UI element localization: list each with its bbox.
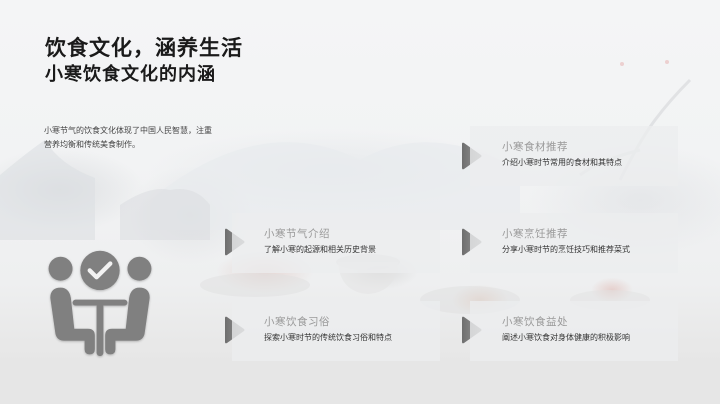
page-title: 饮食文化，涵养生活 <box>45 36 243 60</box>
card-desc: 分享小寒时节的烹饪技巧和推荐菜式 <box>502 245 630 254</box>
card-cooking[interactable]: 小寒烹饪推荐 分享小寒时节的烹饪技巧和推荐菜式 <box>470 213 678 273</box>
card-title: 小寒食材推荐 <box>502 141 568 153</box>
page-subtitle: 小寒饮食文化的内涵 <box>45 64 216 85</box>
card-desc: 阐述小寒饮食对身体健康的积极影响 <box>502 333 630 342</box>
card-desc: 介绍小寒时节常用的食材和其特点 <box>502 158 622 167</box>
card-title: 小寒饮食习俗 <box>264 316 330 328</box>
card-solar-term-intro[interactable]: 小寒节气介绍 了解小寒的起源和相关历史背景 <box>232 213 440 273</box>
card-benefits[interactable]: 小寒饮食益处 阐述小寒饮食对身体健康的积极影响 <box>470 301 678 361</box>
card-title: 小寒节气介绍 <box>264 228 330 240</box>
card-desc: 了解小寒的起源和相关历史背景 <box>264 245 376 254</box>
card-customs[interactable]: 小寒饮食习俗 探索小寒时节的传统饮食习俗和特点 <box>232 301 440 361</box>
people-meeting-check-icon <box>40 243 160 363</box>
card-title: 小寒烹饪推荐 <box>502 228 568 240</box>
intro-text: 小寒节气的饮食文化体现了中国人民智慧，注重营养均衡和传统美食制作。 <box>44 126 212 149</box>
card-desc: 探索小寒时节的传统饮食习俗和特点 <box>264 333 392 342</box>
card-title: 小寒饮食益处 <box>502 316 568 328</box>
card-ingredients[interactable]: 小寒食材推荐 介绍小寒时节常用的食材和其特点 <box>470 126 678 186</box>
